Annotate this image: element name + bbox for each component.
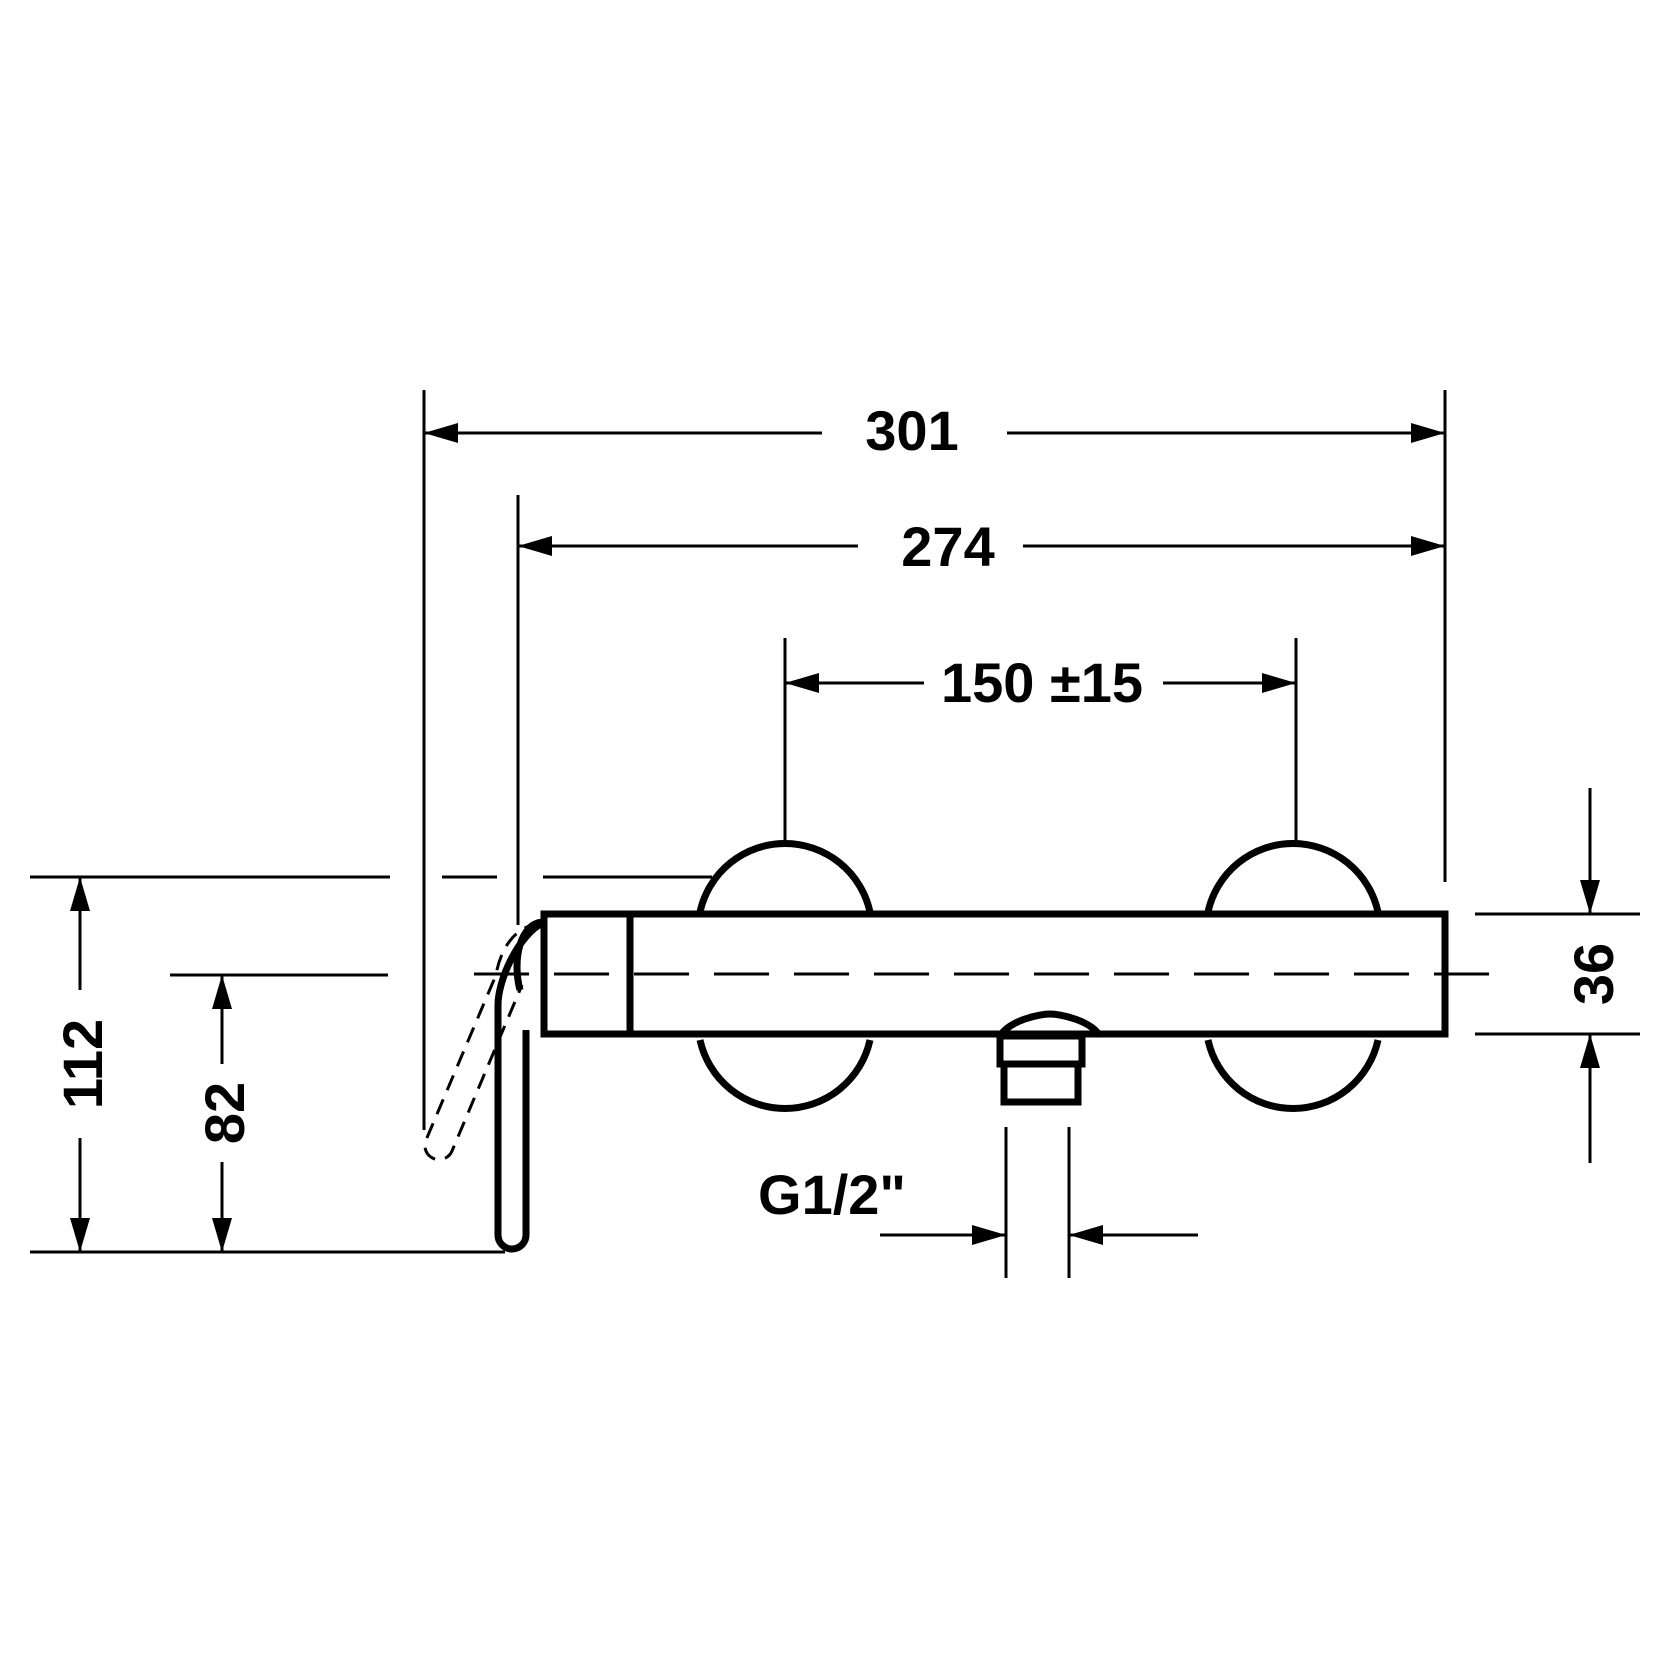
dimension-301: 301 [422, 390, 1447, 1130]
dimension-label-36: 36 [1562, 943, 1625, 1005]
dimension-label-82: 82 [193, 1082, 256, 1144]
dimension-82: 82 [170, 973, 388, 1252]
lever-handle-open-position [423, 922, 541, 1162]
outlet-nut [996, 1010, 1103, 1106]
dimension-label-150: 150 ±15 [941, 651, 1143, 714]
dimension-274: 274 [516, 495, 1445, 925]
dimension-label-301: 301 [865, 399, 958, 462]
lever-handle [494, 918, 546, 1253]
dimension-outlet-thread: G1/2" [758, 1127, 1198, 1278]
dimension-label-thread: G1/2" [758, 1163, 906, 1226]
right-rosette [1204, 840, 1382, 1112]
left-rosette [696, 840, 874, 1112]
dimension-36: 36 [1475, 788, 1640, 1163]
dimension-112: 112 [30, 877, 505, 1254]
dimension-150: 150 ±15 [783, 638, 1298, 845]
dimension-label-112: 112 [51, 1019, 114, 1109]
dimension-label-274: 274 [901, 515, 994, 578]
